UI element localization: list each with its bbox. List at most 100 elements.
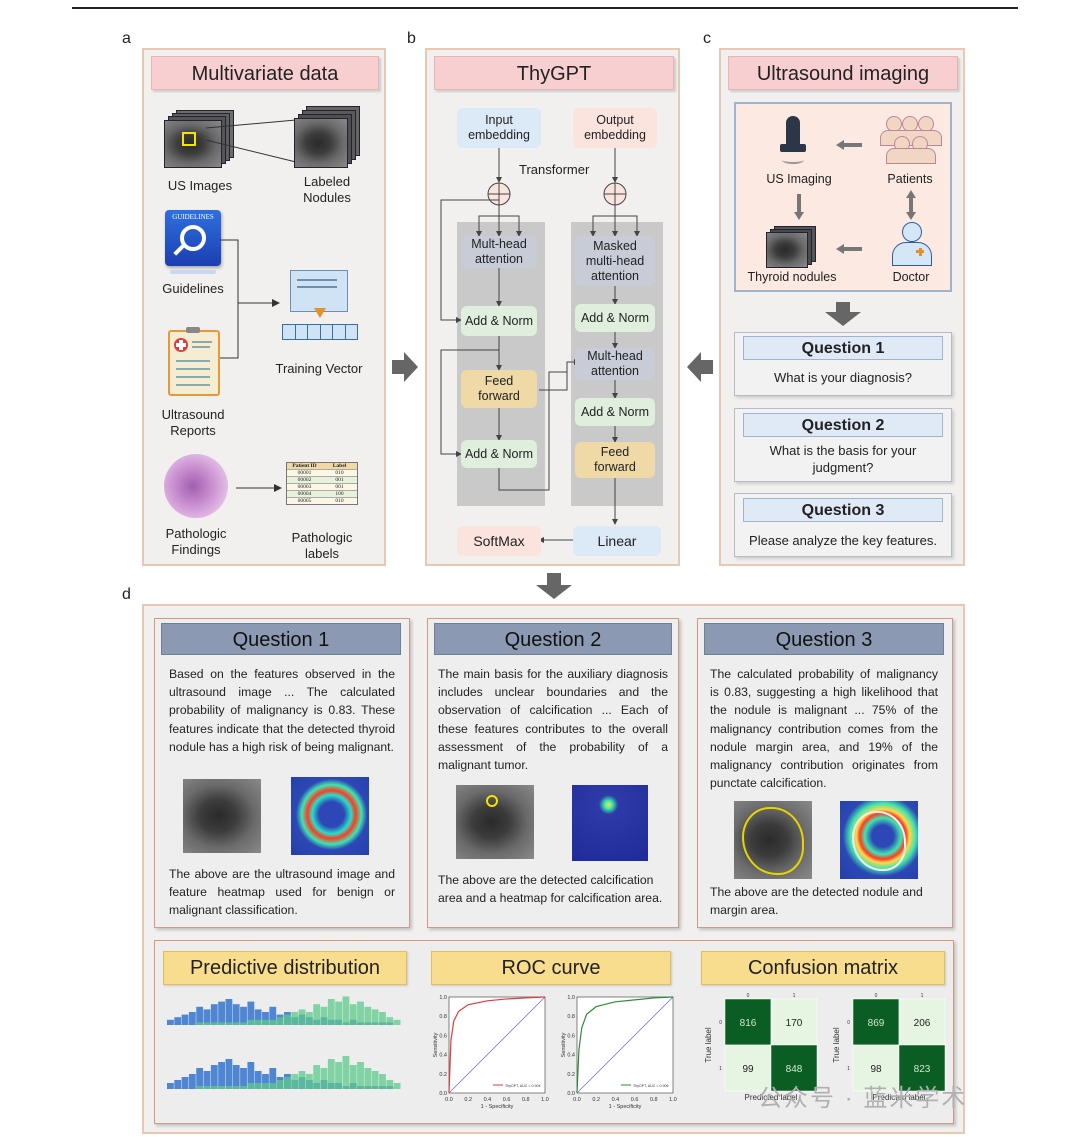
question-2-card: Question 2 What is the basis for your ju… bbox=[734, 408, 952, 482]
dist-top-green-bar bbox=[393, 1019, 401, 1025]
cm-x-tick: 1 bbox=[921, 993, 924, 999]
dist-top-green-bar bbox=[232, 1022, 240, 1025]
cm-cell bbox=[852, 1044, 900, 1092]
predictive-distribution-title: Predictive distribution bbox=[163, 951, 407, 985]
cm-x-label: Predicted label bbox=[873, 1093, 926, 1102]
question-1-card: Question 1 What is your diagnosis? bbox=[734, 332, 952, 396]
thyroid-nodules-label: Thyroid nodules bbox=[747, 270, 837, 284]
dist-bottom-green-bar bbox=[247, 1083, 255, 1089]
dist-bottom-green-bar bbox=[349, 1065, 357, 1089]
thyroid-nodules-icon bbox=[762, 226, 820, 270]
panel-a-title: Multivariate data bbox=[151, 56, 379, 90]
panel-c-title: Ultrasound imaging bbox=[728, 56, 958, 90]
dist-bottom-blue-bar bbox=[262, 1074, 269, 1089]
dist-bottom-green-bar bbox=[210, 1086, 218, 1089]
roc-y-tick: 0.0 bbox=[439, 1091, 447, 1097]
cm-x-tick: 1 bbox=[793, 993, 796, 999]
dist-bottom-green-bar bbox=[305, 1074, 313, 1089]
answer-1-text: Based on the features observed in the ul… bbox=[169, 667, 395, 754]
dist-top-blue-bar bbox=[254, 1009, 262, 1025]
dist-bottom-green-bar bbox=[196, 1086, 204, 1089]
dist-bottom-green-bar bbox=[327, 1059, 335, 1089]
margin-outline bbox=[852, 811, 906, 871]
cm-cell-value: 816 bbox=[740, 1018, 757, 1029]
roc-x-tick: 0.6 bbox=[631, 1097, 639, 1103]
cm-y-label: True label bbox=[704, 1027, 713, 1063]
roc-y-tick: 0.4 bbox=[439, 1053, 447, 1059]
roc-x-tick: 0.2 bbox=[592, 1097, 600, 1103]
dist-top-green-bar bbox=[225, 1022, 233, 1025]
dist-top-green-bar bbox=[335, 1001, 342, 1025]
zoom-lines bbox=[205, 119, 297, 163]
dist-bottom-blue-bar bbox=[167, 1083, 174, 1089]
dist-bottom-blue-bar bbox=[240, 1068, 247, 1089]
guidelines-icon: GUIDELINES bbox=[165, 210, 221, 266]
ultrasound-reports-label: Ultrasound Reports bbox=[161, 407, 225, 438]
roc-curve-title: ROC curve bbox=[431, 951, 671, 985]
predictive-distribution-chart bbox=[167, 996, 401, 1089]
dist-top-blue-bar bbox=[210, 1004, 218, 1025]
dist-top-green-bar bbox=[298, 1009, 306, 1025]
decoder-feedforward-block: Feed forward bbox=[575, 442, 655, 478]
dist-top-green-bar bbox=[291, 1012, 299, 1025]
encoder-attention-block: Mult-head attention bbox=[461, 236, 537, 268]
dist-bottom-green-bar bbox=[240, 1086, 247, 1089]
answer-1-card: Question 1 Based on the features observe… bbox=[154, 618, 410, 928]
dist-bottom-green-bar bbox=[364, 1068, 372, 1089]
cm-cell bbox=[724, 998, 772, 1046]
answer-3-caption: The above are the detected nodule and ma… bbox=[710, 885, 923, 918]
roc-y-label: Sensitivity bbox=[433, 1032, 439, 1057]
dist-top-green-bar bbox=[203, 1022, 211, 1025]
roc-x-tick: 0.8 bbox=[650, 1097, 658, 1103]
watermark: 公众号 · 蓝米学术 bbox=[758, 1085, 968, 1112]
cm-x-label: Predicted label bbox=[745, 1093, 798, 1102]
roc-x-tick: 0.0 bbox=[573, 1097, 581, 1103]
calcification-marker bbox=[486, 795, 498, 807]
cm-cell bbox=[724, 1044, 772, 1092]
dist-top-green-bar bbox=[269, 1019, 277, 1025]
panel-c: Ultrasound imaging US Imaging Patients bbox=[719, 48, 965, 566]
dist-bottom-green-bar bbox=[342, 1056, 350, 1089]
dist-top-blue-bar bbox=[240, 1006, 247, 1025]
dist-bottom-green-bar bbox=[320, 1068, 328, 1089]
roc-x-tick: 0.4 bbox=[612, 1097, 620, 1103]
top-rule bbox=[72, 7, 1018, 9]
dist-bottom-green-bar bbox=[335, 1062, 342, 1089]
dist-top-blue-bar bbox=[218, 1001, 225, 1025]
pathology-slide-icon bbox=[164, 454, 228, 518]
roc-y-tick: 0.2 bbox=[567, 1072, 575, 1078]
dist-bottom-green-bar bbox=[371, 1071, 379, 1089]
roc-chart-2: 0.00.00.20.20.40.40.60.60.80.81.01.01 - … bbox=[561, 995, 677, 1110]
roc-x-tick: 0.4 bbox=[484, 1097, 492, 1103]
dist-top-blue-bar bbox=[203, 1009, 211, 1025]
roc-y-tick: 1.0 bbox=[439, 995, 447, 1001]
dist-top-blue-bar bbox=[196, 1006, 204, 1025]
cm-y-label: True label bbox=[832, 1027, 841, 1063]
dist-bottom-blue-bar bbox=[225, 1059, 233, 1089]
roc-y-label: Sensitivity bbox=[561, 1032, 567, 1057]
softmax-block: SoftMax bbox=[457, 526, 541, 556]
decoder-masked-attention-block: Masked multi-head attention bbox=[575, 236, 655, 286]
question-3-head: Question 3 bbox=[743, 498, 943, 522]
dist-top-blue-bar bbox=[247, 1001, 255, 1025]
roc-y-tick: 0.6 bbox=[567, 1033, 575, 1039]
dist-top-green-bar bbox=[240, 1022, 247, 1025]
reports-icon bbox=[168, 327, 220, 396]
answer-3-head: Question 3 bbox=[704, 623, 944, 655]
dist-top-green-bar bbox=[210, 1022, 218, 1025]
roc-y-tick: 0.2 bbox=[439, 1072, 447, 1078]
dist-bottom-green-bar bbox=[298, 1071, 306, 1089]
transformer-connectors bbox=[440, 148, 640, 543]
question-1-head: Question 1 bbox=[743, 336, 943, 360]
dist-bottom-green-bar bbox=[254, 1083, 262, 1089]
arrow-a-to-b-icon bbox=[392, 352, 418, 382]
dist-top-blue-bar bbox=[188, 1012, 196, 1025]
confusion-matrix-title: Confusion matrix bbox=[701, 951, 945, 985]
dist-bottom-green-bar bbox=[284, 1077, 291, 1089]
roc-y-tick: 0.0 bbox=[567, 1091, 575, 1097]
answer-1-caption: The above are the ultrasound image and f… bbox=[169, 867, 395, 918]
dist-top-green-bar bbox=[349, 1004, 357, 1025]
dist-top-green-bar bbox=[313, 1004, 321, 1025]
roc-diagonal bbox=[448, 996, 546, 1094]
roc-x-label: 1 - Specificity bbox=[609, 1104, 642, 1110]
